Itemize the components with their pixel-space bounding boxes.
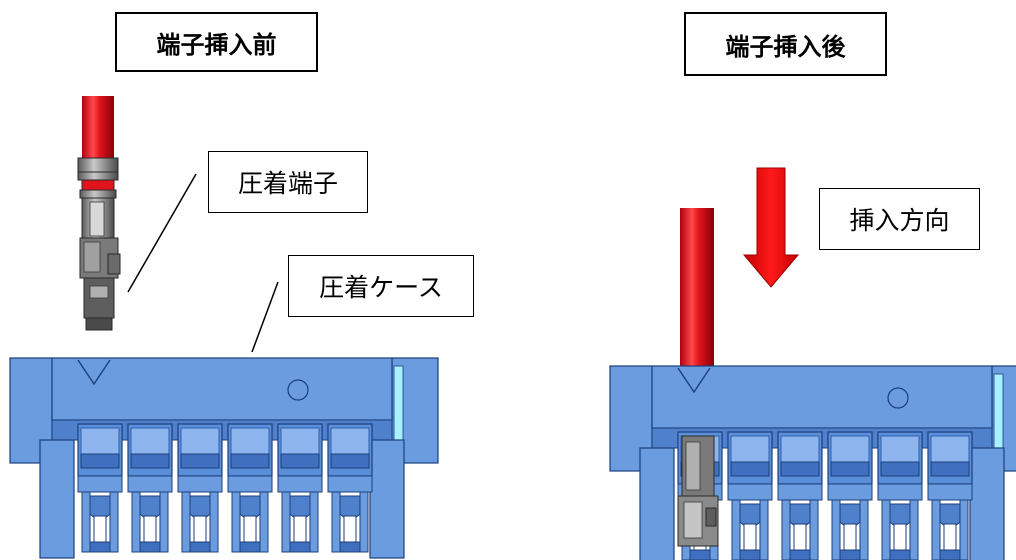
- terminal-leader-line: [127, 173, 197, 293]
- inserted-terminal: [677, 435, 719, 547]
- wire: [680, 208, 714, 368]
- after-insertion-view: [610, 167, 1016, 560]
- callout-crimp-housing: 圧着ケース: [288, 255, 474, 317]
- title-after: 端子挿入後: [684, 12, 887, 76]
- callout-insertion-direction-text: 挿入方向: [849, 206, 950, 235]
- connector-housing: [610, 366, 1016, 560]
- title-before-text: 端子挿入前: [156, 30, 277, 59]
- callout-crimp-terminal: 圧着端子: [208, 151, 368, 213]
- callout-crimp-housing-text: 圧着ケース: [319, 273, 443, 302]
- before-insertion-view: [10, 96, 438, 558]
- crimp-terminal: [77, 157, 121, 331]
- title-before: 端子挿入前: [115, 12, 318, 72]
- housing-leader-line: [251, 281, 279, 353]
- callout-insertion-direction: 挿入方向: [819, 188, 980, 250]
- connector-housing: [10, 358, 438, 558]
- title-after-text: 端子挿入後: [725, 32, 846, 61]
- wire: [82, 96, 114, 162]
- callout-crimp-terminal-text: 圧着端子: [237, 169, 338, 198]
- insertion-direction-arrow: [742, 167, 800, 288]
